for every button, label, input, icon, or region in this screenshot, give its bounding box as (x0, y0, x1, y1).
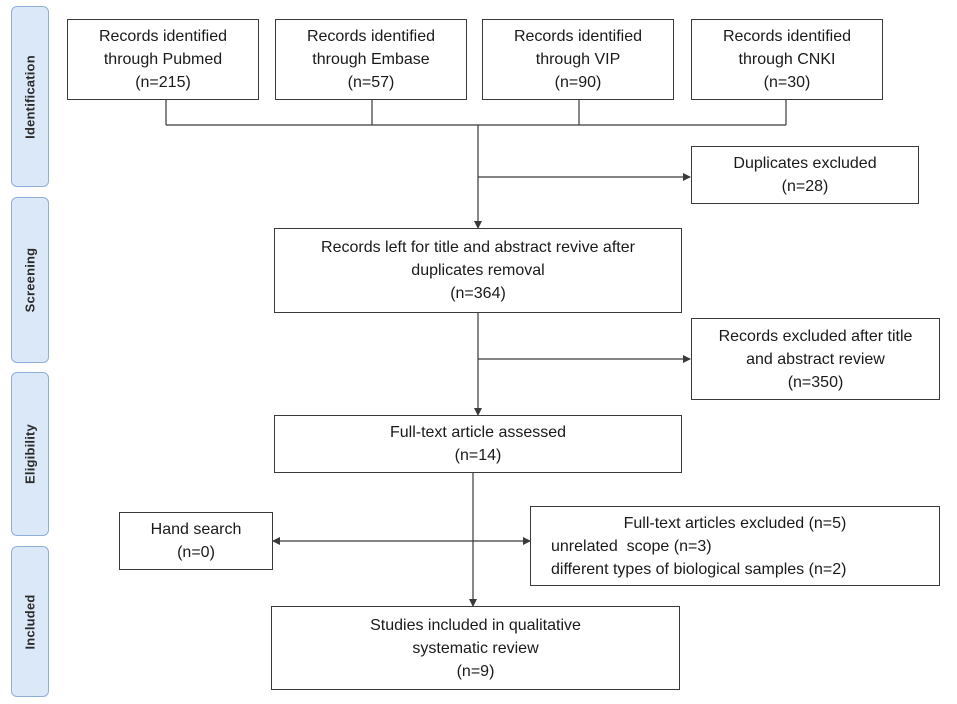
box-fulltext-excluded: Full-text articles excluded (n=5) unrela… (530, 506, 940, 586)
box-embase: Records identified through Embase (n=57) (275, 19, 467, 100)
box-fulltext-assessed: Full-text article assessed (n=14) (274, 415, 682, 473)
embase-count: (n=57) (347, 74, 395, 91)
included-line2: systematic review (412, 639, 539, 657)
phase-screening: Screening (11, 197, 49, 363)
screened-count: (n=364) (450, 285, 506, 302)
phase-eligibility: Eligibility (11, 372, 49, 536)
screened-line2: duplicates removal (411, 262, 545, 279)
fulltext-count: (n=14) (454, 447, 502, 464)
box-pubmed: Records identified through Pubmed (n=215… (67, 19, 259, 100)
cnki-line2: through CNKI (738, 51, 836, 68)
embase-line2: through Embase (312, 51, 430, 68)
box-vip: Records identified through VIP (n=90) (482, 19, 674, 100)
pubmed-count: (n=215) (135, 74, 191, 91)
phase-included: Included (11, 546, 49, 697)
fulltext-excluded-reason1: unrelated scope (n=3) (551, 537, 712, 555)
box-duplicates-excluded: Duplicates excluded (n=28) (691, 146, 919, 204)
included-count: (n=9) (456, 662, 495, 680)
fulltext-line1: Full-text article assessed (389, 424, 567, 441)
box-cnki: Records identified through CNKI (n=30) (691, 19, 883, 100)
excluded-title-count: (n=350) (787, 373, 844, 391)
screened-line1: Records left for title and abstract revi… (321, 239, 635, 256)
fulltext-excluded-line1: Full-text articles excluded (n=5) (623, 514, 847, 532)
embase-line1: Records identified (306, 28, 436, 45)
vip-count: (n=90) (554, 74, 602, 91)
hand-search-count: (n=0) (177, 544, 215, 561)
excluded-title-line2: and abstract review (746, 350, 885, 368)
phase-identification: Identification (11, 6, 49, 187)
pubmed-line1: Records identified (98, 28, 228, 45)
box-hand-search: Hand search (n=0) (119, 512, 273, 570)
box-excluded-after-title: Records excluded after title and abstrac… (691, 318, 940, 400)
excluded-title-line1: Records excluded after title (718, 327, 913, 345)
hand-search-line1: Hand search (150, 521, 242, 538)
cnki-count: (n=30) (763, 74, 811, 91)
vip-line1: Records identified (513, 28, 643, 45)
box-records-screened: Records left for title and abstract revi… (274, 228, 682, 313)
cnki-line1: Records identified (722, 28, 852, 45)
box-studies-included: Studies included in qualitative systemat… (271, 606, 680, 690)
fulltext-excluded-reason2: different types of biological samples (n… (551, 560, 847, 578)
duplicates-line1: Duplicates excluded (733, 155, 877, 172)
vip-line2: through VIP (535, 51, 621, 68)
pubmed-line2: through Pubmed (103, 51, 223, 68)
included-line1: Studies included in qualitative (370, 616, 581, 634)
duplicates-count: (n=28) (781, 178, 829, 195)
